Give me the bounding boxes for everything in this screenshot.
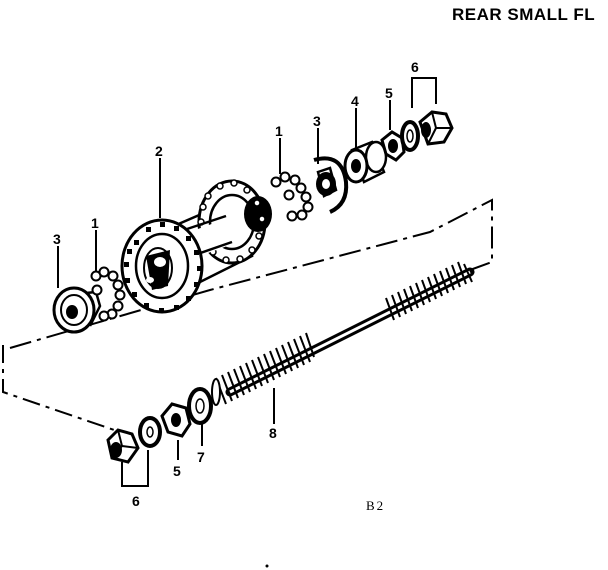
nut-washer-upper-part (400, 110, 454, 152)
callout-washer: 7 (197, 449, 205, 465)
spacer-part (343, 140, 388, 184)
callout-spacer: 4 (351, 93, 359, 109)
callout-axle: 8 (269, 425, 277, 441)
diagram-title: REAR SMALL FL (452, 5, 595, 24)
balls-lower-part (90, 266, 126, 322)
callout-balls-lower: 1 (91, 215, 99, 231)
callout-hub: 2 (155, 143, 163, 159)
nut-washer-lower-part (106, 416, 162, 464)
callout-nut-washer-lower: 6 (132, 493, 140, 509)
lockwasher-lower-part (160, 402, 192, 438)
stray-mark (265, 564, 269, 568)
callout-cone-lower: 3 (53, 231, 61, 247)
cone-lower-part (52, 286, 102, 334)
axle-part (211, 261, 475, 406)
callout-nut-washer-upper: 6 (411, 59, 419, 75)
figure-id: B2 (366, 498, 385, 513)
cone-upper-part (313, 156, 349, 214)
hub-part (120, 179, 272, 314)
callout-lockwasher-upper: 5 (385, 85, 393, 101)
leader-lines (57, 77, 437, 487)
callout-cone-upper: 3 (313, 113, 321, 129)
balls-upper-part (270, 171, 314, 222)
washer-part (187, 387, 213, 425)
callout-labels: 2 1 3 1 3 4 5 6 6 5 7 8 (53, 59, 419, 509)
lockwasher-upper-part (380, 130, 406, 162)
callout-balls-upper: 1 (275, 123, 283, 139)
callout-lockwasher-lower: 5 (173, 463, 181, 479)
